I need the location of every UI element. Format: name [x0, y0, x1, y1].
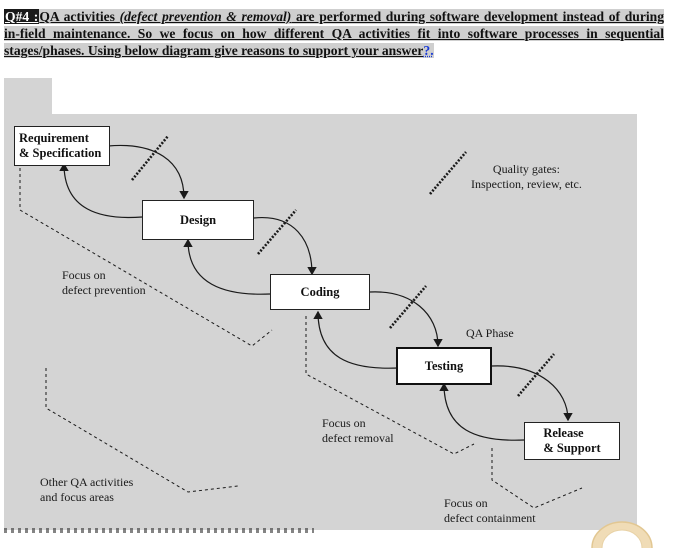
question-text: Q#4 :QA activities (defect prevention & …	[4, 8, 665, 59]
label-quality-gates: Quality gates: Inspection, review, etc.	[471, 162, 582, 191]
phase-testing-label: Testing	[424, 358, 464, 373]
gate-1	[130, 135, 170, 181]
phase-design: Design	[142, 200, 254, 240]
label-defect-removal: Focus on defect removal	[322, 416, 394, 445]
question-tail: ?.	[423, 43, 434, 58]
label-defect-prevention: Focus on defect prevention	[62, 268, 146, 297]
label-defect-containment: Focus on defect containment	[444, 496, 536, 525]
phase-coding-label: Coding	[300, 284, 340, 299]
phase-testing: Testing	[396, 347, 492, 385]
question-body: are performed during software developmen…	[4, 9, 665, 58]
phase-design-label: Design	[179, 212, 217, 227]
phase-release: Release & Support	[524, 422, 620, 460]
arrow-req-design	[107, 144, 189, 200]
phase-coding: Coding	[270, 274, 370, 310]
question-italic: (defect prevention & removal)	[119, 9, 292, 24]
feedback-testing-coding	[313, 310, 399, 369]
question-number: Q#4 :	[4, 9, 40, 24]
gate-2	[257, 209, 297, 255]
feedback-design-req	[59, 162, 143, 219]
watermark-logo-icon	[591, 521, 653, 548]
arrow-design-coding	[253, 217, 317, 276]
qa-process-diagram: Requirement & Specification Design Codin…	[4, 78, 637, 530]
cropped-text-strip	[4, 528, 314, 533]
label-qa-phase: QA Phase	[466, 326, 514, 340]
feedback-release-testing	[439, 382, 525, 441]
phase-requirement-label: Requirement & Specification	[19, 131, 102, 160]
other-qa-boundary	[45, 368, 239, 493]
arrow-coding-testing	[369, 291, 443, 348]
question-lead: QA activities	[39, 9, 120, 24]
feedback-coding-design	[183, 238, 271, 295]
label-other-qa: Other QA activities and focus areas	[40, 475, 134, 504]
arrow-testing-release	[491, 365, 573, 422]
containment-boundary	[491, 448, 583, 509]
phase-release-label: Release & Support	[543, 426, 601, 455]
prevention-boundary	[19, 168, 273, 347]
phase-requirement: Requirement & Specification	[14, 126, 110, 166]
